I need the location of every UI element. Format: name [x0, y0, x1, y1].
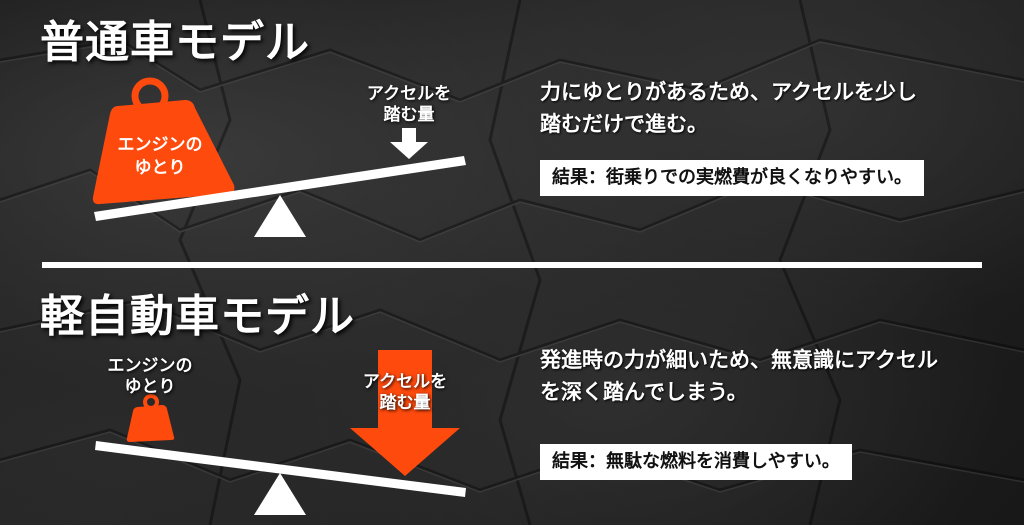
- section-title: 普通車モデル: [40, 17, 310, 68]
- fulcrum-icon: [254, 195, 306, 237]
- result-box: 結果：無駄な燃料を消費しやすい。: [540, 444, 852, 480]
- pedal-label: アクセルを 踏む量: [362, 372, 448, 413]
- weight-label: エンジンの ゆとり: [107, 356, 193, 397]
- pedal-label: アクセルを 踏む量: [366, 84, 452, 125]
- standard-car-section: 普通車モデル エンジンの ゆとり アクセルを 踏む量 力にゆとりがあるため、アク…: [0, 0, 1024, 262]
- weight-label: エンジンの ゆとり: [117, 135, 203, 178]
- seesaw-diagram: [92, 77, 466, 237]
- result-box: 結果：街乗りでの実燃費が良くなりやすい。: [540, 160, 924, 196]
- description: 力にゆとりがあるため、アクセルを少し 踏むだけで進む。: [540, 80, 917, 136]
- seesaw-beam: [95, 441, 466, 497]
- seesaw-diagram: [95, 350, 466, 515]
- section-divider: [42, 262, 982, 268]
- weight-icon: [92, 100, 235, 205]
- pedal-arrow-icon: [350, 350, 460, 476]
- fulcrum-icon: [254, 473, 306, 515]
- kei-car-section: 軽自動車モデル エンジンの ゆとり アクセルを 踏む量 発進時の力が細いため、無…: [0, 268, 1024, 525]
- description: 発進時の力が細いため、無意識にアクセル を深く踏んでしまう。: [540, 348, 938, 404]
- pedal-arrow-icon: [390, 128, 428, 159]
- weight-icon: [126, 405, 175, 442]
- seesaw-beam: [94, 156, 466, 221]
- section-title: 軽自動車モデル: [40, 291, 355, 342]
